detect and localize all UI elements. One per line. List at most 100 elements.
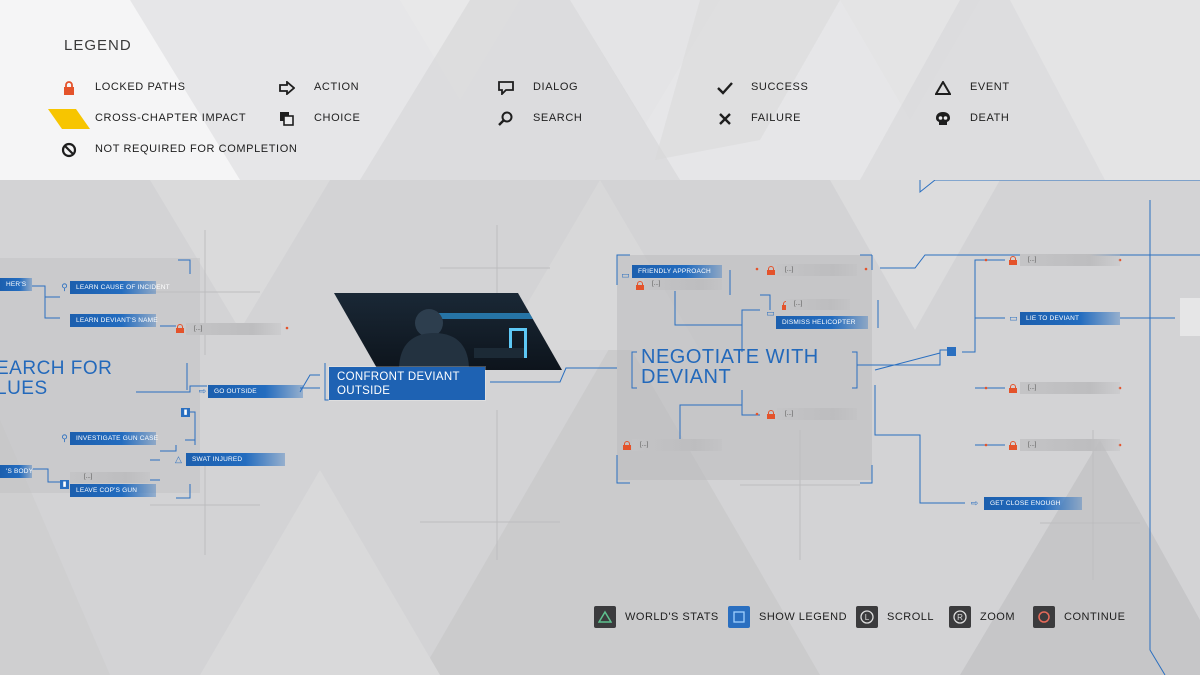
legend-item-locked-paths: LOCKED PATHS (58, 79, 185, 97)
node-cops-body[interactable]: 'S BODY (0, 465, 33, 478)
legend-label: NOT REQUIRED FOR COMPLETION (95, 143, 298, 155)
dialog-icon: ▭ (621, 270, 630, 280)
legend-item-death: DEATH (932, 110, 1009, 128)
node-learn-deviants-name[interactable]: LEARN DEVIANT'S NAME (70, 314, 158, 327)
arrow-right-icon (276, 79, 298, 97)
triangle-icon: △ (175, 454, 182, 464)
zoom-label: ZOOM (980, 611, 1015, 623)
search-icon (495, 110, 517, 128)
negotiate-section-title: NEGOTIATE WITH DEVIANT (641, 346, 819, 388)
lock-icon (636, 281, 644, 290)
node-locked[interactable]: [...] (70, 472, 150, 483)
cross-chapter-icon (46, 109, 92, 129)
show-legend-button[interactable]: SHOW LEGEND (728, 605, 847, 629)
world-stats-button[interactable]: WORLD'S STATS (594, 605, 719, 629)
legend-item-action: ACTION (276, 79, 359, 97)
touchpad-button-icon (728, 606, 750, 628)
scroll-label: SCROLL (887, 611, 935, 623)
legend-item-event: EVENT (932, 79, 1009, 97)
node-locked[interactable]: [...] (786, 299, 850, 310)
node-swat-injured[interactable]: SWAT INJURED (186, 453, 285, 466)
node-fathers[interactable]: HER'S (0, 278, 32, 291)
l-stick-button-icon: L (856, 606, 878, 628)
node-confront-deviant-outside[interactable]: CONFRONT DEVIANT OUTSIDE (329, 367, 485, 400)
svg-text:R: R (957, 613, 963, 622)
choice-icon: ▮ (60, 480, 69, 489)
legend-label: DIALOG (533, 81, 579, 93)
legend-label: CHOICE (314, 112, 361, 124)
flowchart-map[interactable]: EARCH FOR LUES HER'S ⚲ LEARN CAUSE OF IN… (0, 180, 1200, 675)
cross-icon (714, 110, 736, 128)
legend-item-choice: CHOICE (276, 110, 360, 128)
dialog-icon (495, 79, 517, 97)
node-lie-to-deviant[interactable]: LIE TO DEVIANT (1020, 312, 1120, 325)
node-dismiss-helicopter[interactable]: DISMISS HELICOPTER (776, 316, 868, 329)
lock-icon (767, 266, 775, 275)
legend-label: EVENT (970, 81, 1010, 93)
lock-icon (58, 79, 80, 97)
chapter-thumbnail (334, 293, 562, 370)
not-required-icon (58, 141, 80, 159)
node-leave-cops-gun[interactable]: LEAVE COP'S GUN (70, 484, 156, 497)
choice-icon: ▮ (181, 408, 190, 417)
node-go-outside[interactable]: GO OUTSIDE (208, 385, 303, 398)
dialog-icon: ▭ (1009, 313, 1018, 323)
left-section-panel (0, 258, 200, 493)
zoom-button[interactable]: R ZOOM (949, 605, 1015, 629)
legend-label: DEATH (970, 112, 1010, 124)
legend-panel: LEGEND LOCKED PATHS ACTION DIALOG SUCCES… (0, 0, 1200, 180)
legend-item-not-required: NOT REQUIRED FOR COMPLETION (58, 141, 297, 159)
legend-label: ACTION (314, 81, 360, 93)
node-locked[interactable]: [...] (1020, 382, 1120, 394)
legend-item-success: SUCCESS (714, 79, 808, 97)
legend-label: LOCKED PATHS (95, 81, 186, 93)
legend-item-dialog: DIALOG (495, 79, 578, 97)
dialog-icon: ▭ (766, 308, 775, 318)
lock-icon (1009, 441, 1017, 450)
r-stick-button-icon: R (949, 606, 971, 628)
legend-item-failure: FAILURE (714, 110, 800, 128)
offscreen-node[interactable] (1180, 298, 1200, 336)
node-locked[interactable]: [...] (186, 323, 281, 335)
search-icon: ⚲ (61, 433, 68, 443)
arrow-right-icon: ⇨ (198, 386, 207, 396)
lock-icon (767, 410, 775, 419)
legend-label: SEARCH (533, 112, 583, 124)
triangle-button-icon (594, 606, 616, 628)
lock-icon (1009, 256, 1017, 265)
node-learn-cause-of-incident[interactable]: LEARN CAUSE OF INCIDENT (70, 281, 170, 294)
scroll-button[interactable]: L SCROLL (856, 605, 934, 629)
search-icon: ⚲ (61, 282, 68, 292)
choice-icon (276, 110, 298, 128)
legend-item-search: SEARCH (495, 110, 582, 128)
node-locked[interactable]: [...] (1020, 254, 1120, 266)
node-locked[interactable]: [...] (1020, 439, 1120, 451)
continue-button[interactable]: CONTINUE (1033, 605, 1125, 629)
continue-label: CONTINUE (1064, 611, 1126, 623)
lock-icon (623, 441, 631, 450)
node-locked[interactable]: [...] (777, 264, 857, 276)
legend-title: LEGEND (64, 37, 132, 54)
legend-item-cross-chapter-impact: CROSS-CHAPTER IMPACT (46, 109, 246, 129)
node-locked[interactable]: [...] (777, 408, 857, 420)
triangle-icon (932, 79, 954, 97)
world-stats-label: WORLD'S STATS (625, 611, 719, 623)
node-locked[interactable]: [...] (644, 279, 722, 290)
legend-background (0, 0, 1200, 180)
arrow-right-icon: ⇨ (970, 498, 979, 508)
skull-icon (932, 110, 954, 128)
node-locked[interactable]: [...] (632, 439, 722, 451)
checkmark-icon (714, 79, 736, 97)
svg-text:L: L (865, 613, 870, 622)
node-get-close-enough[interactable]: GET CLOSE ENOUGH (984, 497, 1082, 510)
controller-hints: WORLD'S STATS SHOW LEGEND L SCROLL R ZOO… (0, 600, 1200, 634)
left-section-title: EARCH FOR LUES (0, 358, 113, 399)
lock-icon (176, 324, 184, 333)
lock-icon (1009, 384, 1017, 393)
junction-node (947, 347, 956, 356)
circle-button-icon (1033, 606, 1055, 628)
node-friendly-approach[interactable]: FRIENDLY APPROACH (632, 265, 722, 278)
node-investigate-gun-case[interactable]: INVESTIGATE GUN CASE (70, 432, 158, 445)
legend-label: SUCCESS (751, 81, 809, 93)
legend-label: FAILURE (751, 112, 802, 124)
